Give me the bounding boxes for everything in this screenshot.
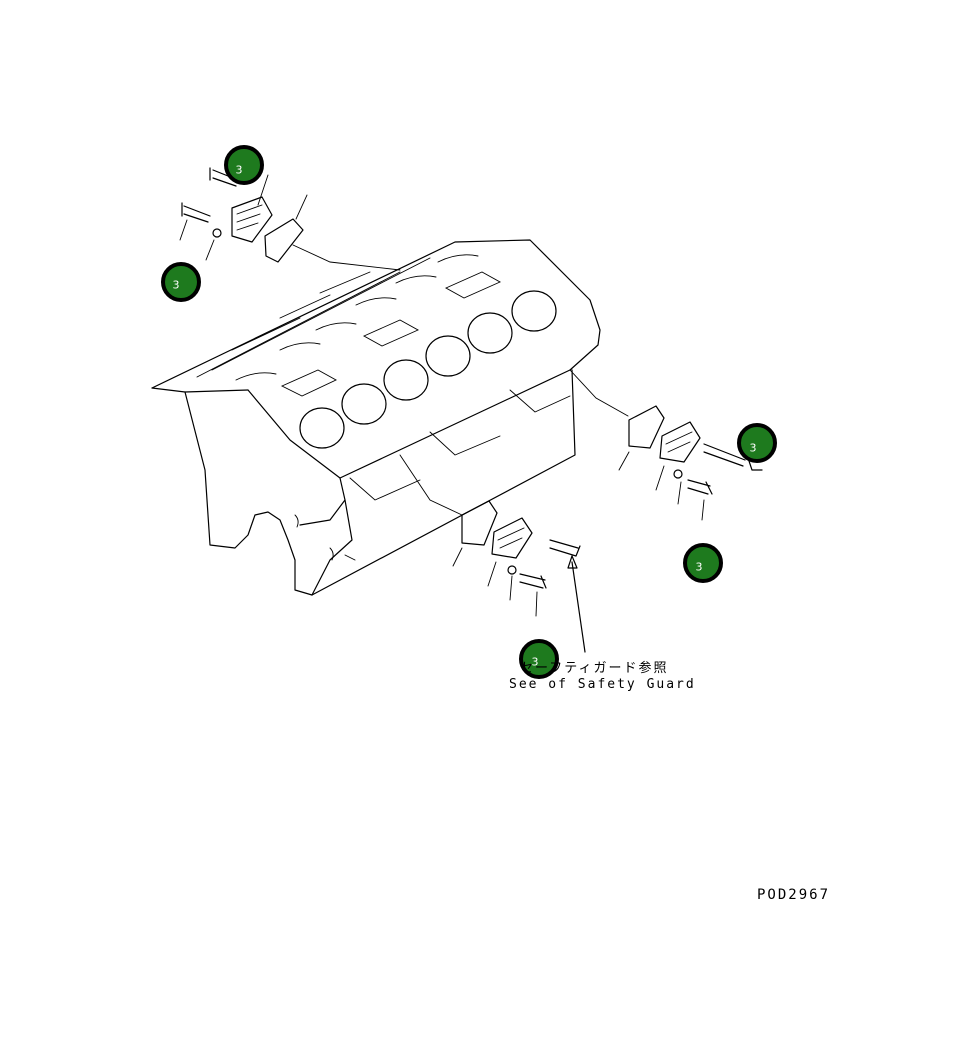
callout-label: 3 [236,164,243,177]
callout-label: 3 [173,279,180,292]
figure-code: POD2967 [757,887,831,903]
safety-guard-note-japanese: セーフティガード参照 [520,661,669,676]
engine-block [151,239,601,596]
callout-left-bolt[interactable]: 3 [161,262,201,302]
callout-center-bolt[interactable]: 3 [519,639,559,679]
callout-label: 3 [696,561,703,574]
callout-label: 3 [750,442,757,455]
callout-right-lower-bolt[interactable]: 3 [683,543,723,583]
callout-upper-left-bolt[interactable]: 3 [224,145,264,185]
right-cover-assembly [569,369,763,521]
upper-left-cover-assembly [179,167,401,271]
center-cover-assembly [399,454,586,653]
safety-guard-note-english: See of Safety Guard [509,677,696,692]
callout-right-bolt[interactable]: 3 [737,423,777,463]
callout-label: 3 [532,656,539,669]
